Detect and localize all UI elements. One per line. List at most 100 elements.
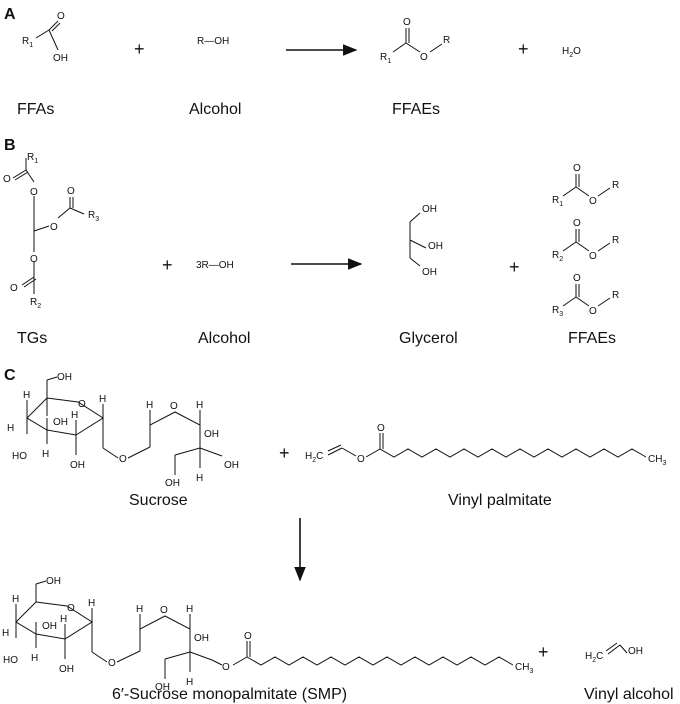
vp-h2c: H2C	[305, 451, 323, 464]
tg-r1: R1	[27, 152, 38, 165]
ffae-r: R	[443, 35, 450, 46]
sucrose-o-ring1: O	[78, 399, 86, 410]
sucrose-h3: H	[7, 423, 14, 434]
vinyl-palmitate-structure: H2C O O CH3	[305, 423, 666, 467]
tg-o6: O	[10, 283, 18, 294]
ffa-structure: R1 O OH	[22, 11, 68, 64]
vp-o-carbonyl: O	[377, 423, 385, 434]
sucrose-h1: H	[99, 394, 106, 405]
sucrose-structure: OH O H H H OH HO H OH H O O H H OH OH H …	[7, 372, 239, 489]
ffae-r1: R1	[380, 52, 391, 65]
sucrose-h2: H	[23, 390, 30, 401]
ffae-b2-r: R	[612, 235, 619, 246]
smp-h1: H	[88, 598, 95, 609]
sucrose-h7: H	[196, 400, 203, 411]
tg-o4: O	[67, 186, 75, 197]
smp-oh-top: OH	[46, 576, 61, 587]
ffa-r1: R1	[22, 36, 33, 49]
tg-o3: O	[50, 222, 58, 233]
smp-h5: H	[60, 614, 67, 625]
glycerol-oh2: OH	[428, 241, 443, 252]
label-vinyl-alcohol: Vinyl alcohol	[584, 686, 674, 703]
ffae-b1-o2: O	[589, 196, 597, 207]
glycerol-oh3: OH	[422, 267, 437, 278]
smp-ch3: CH3	[515, 662, 533, 675]
section-c-tag: C	[4, 367, 16, 384]
label-sucrose: Sucrose	[129, 492, 188, 509]
smp-oh-f1: OH	[194, 633, 209, 644]
glycerol-oh1: OH	[422, 204, 437, 215]
smp-h3: H	[2, 628, 9, 639]
ffae-b3-r: R	[612, 290, 619, 301]
label-ffaes-a: FFAEs	[392, 101, 440, 118]
va-oh: OH	[628, 646, 643, 657]
smp-oh-g3: OH	[59, 664, 74, 675]
va-h2c: H2C	[585, 651, 603, 664]
sucrose-oh-g1: OH	[53, 417, 68, 428]
ffae-structure-b2: O R2 O R	[552, 218, 619, 263]
tg-r2: R2	[30, 297, 41, 310]
sucrose-h5: H	[71, 410, 78, 421]
ffa-o: O	[57, 11, 65, 22]
smp-o-ring2: O	[160, 605, 168, 616]
label-alcohol-a: Alcohol	[189, 101, 241, 118]
vinyl-alcohol-structure: H2C OH	[585, 642, 643, 664]
plus-b1: +	[162, 255, 173, 275]
ffa-oh: OH	[53, 53, 68, 64]
smp-oh-f3: OH	[155, 682, 170, 693]
sucrose-oh-f3: OH	[165, 478, 180, 489]
smp-h8: H	[186, 677, 193, 688]
smp-o-link: O	[108, 658, 116, 669]
label-vinyl-palmitate: Vinyl palmitate	[448, 492, 552, 509]
section-a-tag: A	[4, 6, 16, 23]
smp-structure: OH O H H H OH HO H OH H O O H H OH H OH …	[2, 576, 533, 693]
section-b-tag: B	[4, 137, 16, 154]
ffae-b2-o1: O	[573, 218, 581, 229]
smp-o-carbonyl: O	[244, 631, 252, 642]
vp-ch3: CH3	[648, 454, 666, 467]
plus-c2: +	[538, 642, 549, 662]
ffae-b1-r1: R1	[552, 195, 563, 208]
sucrose-o-link: O	[119, 454, 127, 465]
sucrose-o-ring2: O	[170, 401, 178, 412]
smp-ho-g2: HO	[3, 655, 18, 666]
sucrose-h6: H	[146, 400, 153, 411]
smp-o-ester: O	[222, 662, 230, 673]
sucrose-oh-f1: OH	[204, 429, 219, 440]
label-smp: 6′-Sucrose monopalmitate (SMP)	[112, 686, 347, 703]
smp-h4: H	[31, 653, 38, 664]
label-ffas: FFAs	[17, 101, 54, 118]
label-alcohol-b: Alcohol	[198, 330, 250, 347]
alcohol-roh-b: 3R—OH	[196, 260, 234, 271]
ffae-structure-b3: O R3 O R	[552, 273, 619, 318]
ffae-b1-r: R	[612, 180, 619, 191]
sucrose-oh-top: OH	[57, 372, 72, 383]
sucrose-ho-g2: HO	[12, 451, 27, 462]
label-tgs: TGs	[17, 330, 47, 347]
ffae-structure-b1: O R1 O R	[552, 163, 619, 208]
glycerol-structure: OH OH OH	[409, 204, 443, 278]
smp-o-ring1: O	[67, 603, 75, 614]
label-ffaes-b: FFAEs	[568, 330, 616, 347]
ffae-o-ester: O	[420, 52, 428, 63]
sucrose-h4: H	[42, 449, 49, 460]
tg-structure: R1 O O O O R3 O O R2	[3, 152, 99, 310]
tg-o5: O	[30, 254, 38, 265]
plus-b2: +	[509, 257, 520, 277]
smp-h2: H	[12, 594, 19, 605]
ffae-b3-o2: O	[589, 306, 597, 317]
smp-oh-g1: OH	[42, 621, 57, 632]
vp-o-ester: O	[357, 454, 365, 465]
plus-a2: +	[518, 39, 529, 59]
ffae-b3-o1: O	[573, 273, 581, 284]
ffae-b2-o2: O	[589, 251, 597, 262]
sucrose-h8: H	[196, 473, 203, 484]
tg-o1: O	[3, 174, 11, 185]
ffae-b1-o1: O	[573, 163, 581, 174]
sucrose-oh-f2: OH	[224, 460, 239, 471]
label-glycerol: Glycerol	[399, 330, 458, 347]
ffae-b3-r3: R3	[552, 305, 563, 318]
alcohol-roh-a: R—OH	[197, 36, 229, 47]
tg-r3: R3	[88, 210, 99, 223]
ffae-o-carbonyl: O	[403, 17, 411, 28]
